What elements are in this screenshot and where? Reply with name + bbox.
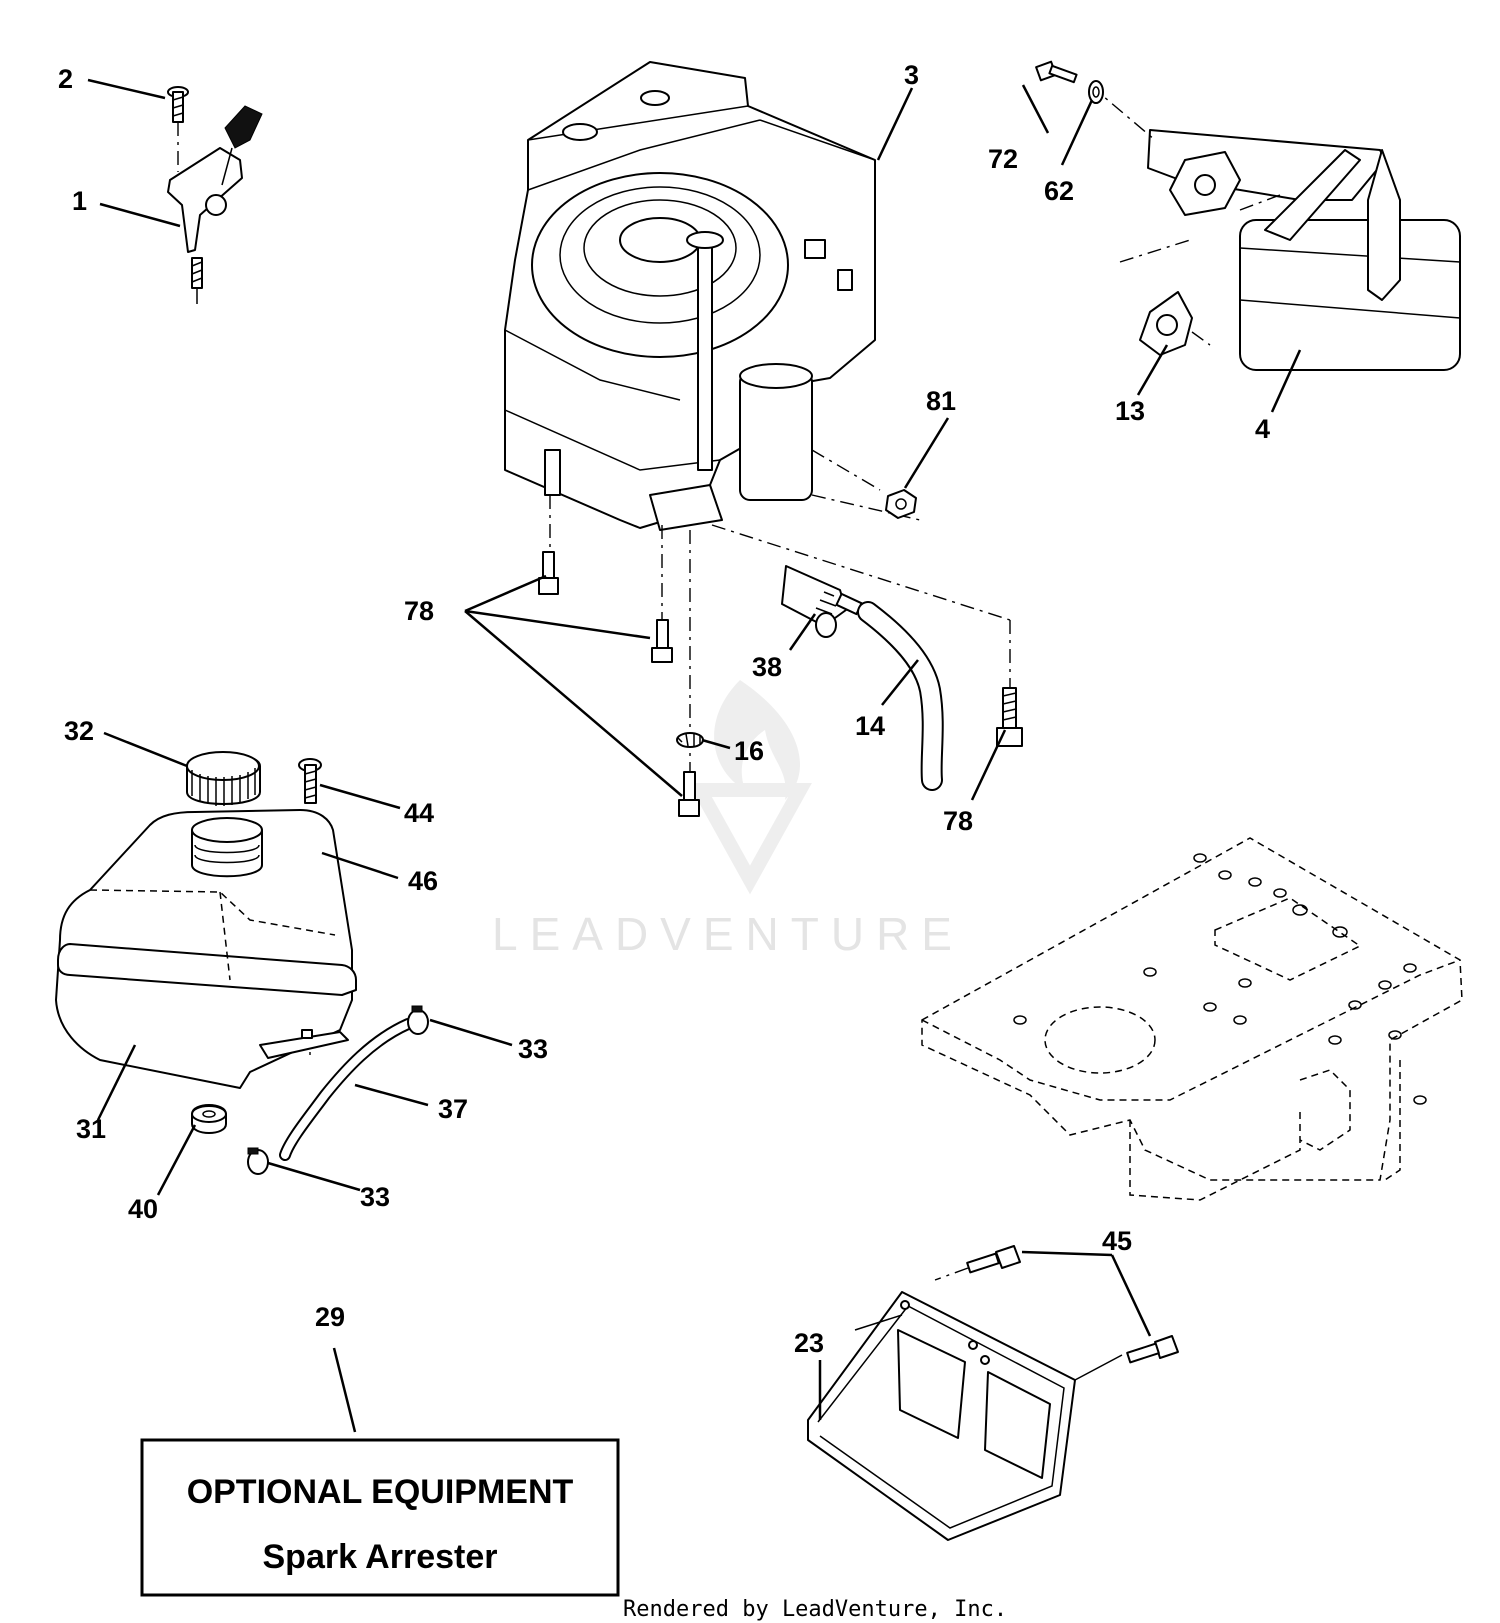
hose-clamp-33-b	[247, 1147, 269, 1175]
chassis-frame	[921, 837, 1463, 1201]
optional-equipment-title: OPTIONAL EQUIPMENT	[187, 1473, 574, 1511]
callout-44: 44	[404, 798, 434, 828]
nut-81	[885, 489, 917, 519]
callout-31: 31	[76, 1114, 106, 1144]
callout-62: 62	[1044, 176, 1074, 206]
callout-78-b: 78	[943, 806, 973, 836]
callout-46: 46	[408, 866, 438, 896]
washer-16	[676, 732, 704, 748]
screw-2	[167, 86, 189, 172]
callout-78-a: 78	[404, 596, 434, 626]
render-credit: Rendered by LeadVenture, Inc.	[623, 1597, 1007, 1622]
optional-equipment-box: OPTIONAL EQUIPMENT Spark Arrester	[140, 1438, 620, 1597]
callout-33-a: 33	[518, 1034, 548, 1064]
fuel-filter-38	[781, 565, 863, 638]
callout-23: 23	[794, 1328, 824, 1358]
fuel-hose-14	[857, 601, 944, 791]
throttle-control	[167, 86, 263, 304]
callout-2: 2	[58, 64, 73, 94]
callouts: 2 1 3 72 62 13 4 81 78 38 14 16 78 32 44…	[58, 60, 1270, 1358]
screw-45-b	[1126, 1335, 1179, 1364]
callout-40: 40	[128, 1194, 158, 1224]
plate-23	[807, 1291, 1123, 1541]
grommet-40	[191, 1104, 227, 1134]
screw-44	[298, 758, 322, 804]
fuel-cap-32	[186, 751, 261, 806]
bolt-72	[1035, 60, 1078, 84]
muffler	[1035, 60, 1461, 371]
bolt-78-b	[651, 619, 673, 663]
bolt-78-c	[678, 771, 700, 817]
callout-37: 37	[438, 1094, 468, 1124]
callout-72: 72	[988, 144, 1018, 174]
callout-45: 45	[1102, 1226, 1132, 1256]
screw-45-a	[934, 1245, 1021, 1281]
watermark-text: LEADVENTURE	[492, 908, 964, 960]
washer-62	[1088, 80, 1104, 104]
callout-81: 81	[926, 386, 956, 416]
callout-13: 13	[1115, 396, 1145, 426]
callout-29: 29	[315, 1302, 345, 1332]
bolt-78-a	[538, 551, 559, 595]
callout-32: 32	[64, 716, 94, 746]
callout-4: 4	[1255, 414, 1270, 444]
callout-1: 1	[72, 186, 87, 216]
hose-clamp-33-a	[407, 1005, 429, 1035]
leader-lines	[87, 78, 1302, 1433]
callout-33-b: 33	[360, 1182, 390, 1212]
callout-16: 16	[734, 736, 764, 766]
callout-14: 14	[855, 711, 885, 741]
watermark: LEADVENTURE	[492, 680, 964, 960]
engine	[504, 61, 1011, 800]
fuel-line-37	[279, 1018, 414, 1161]
gasket-13	[1139, 291, 1211, 356]
callout-38: 38	[752, 652, 782, 682]
fuel-tank-31	[55, 809, 357, 1089]
optional-equipment-subtitle: Spark Arrester	[263, 1538, 498, 1576]
callout-3: 3	[904, 60, 919, 90]
chassis-holes	[1013, 853, 1427, 1105]
